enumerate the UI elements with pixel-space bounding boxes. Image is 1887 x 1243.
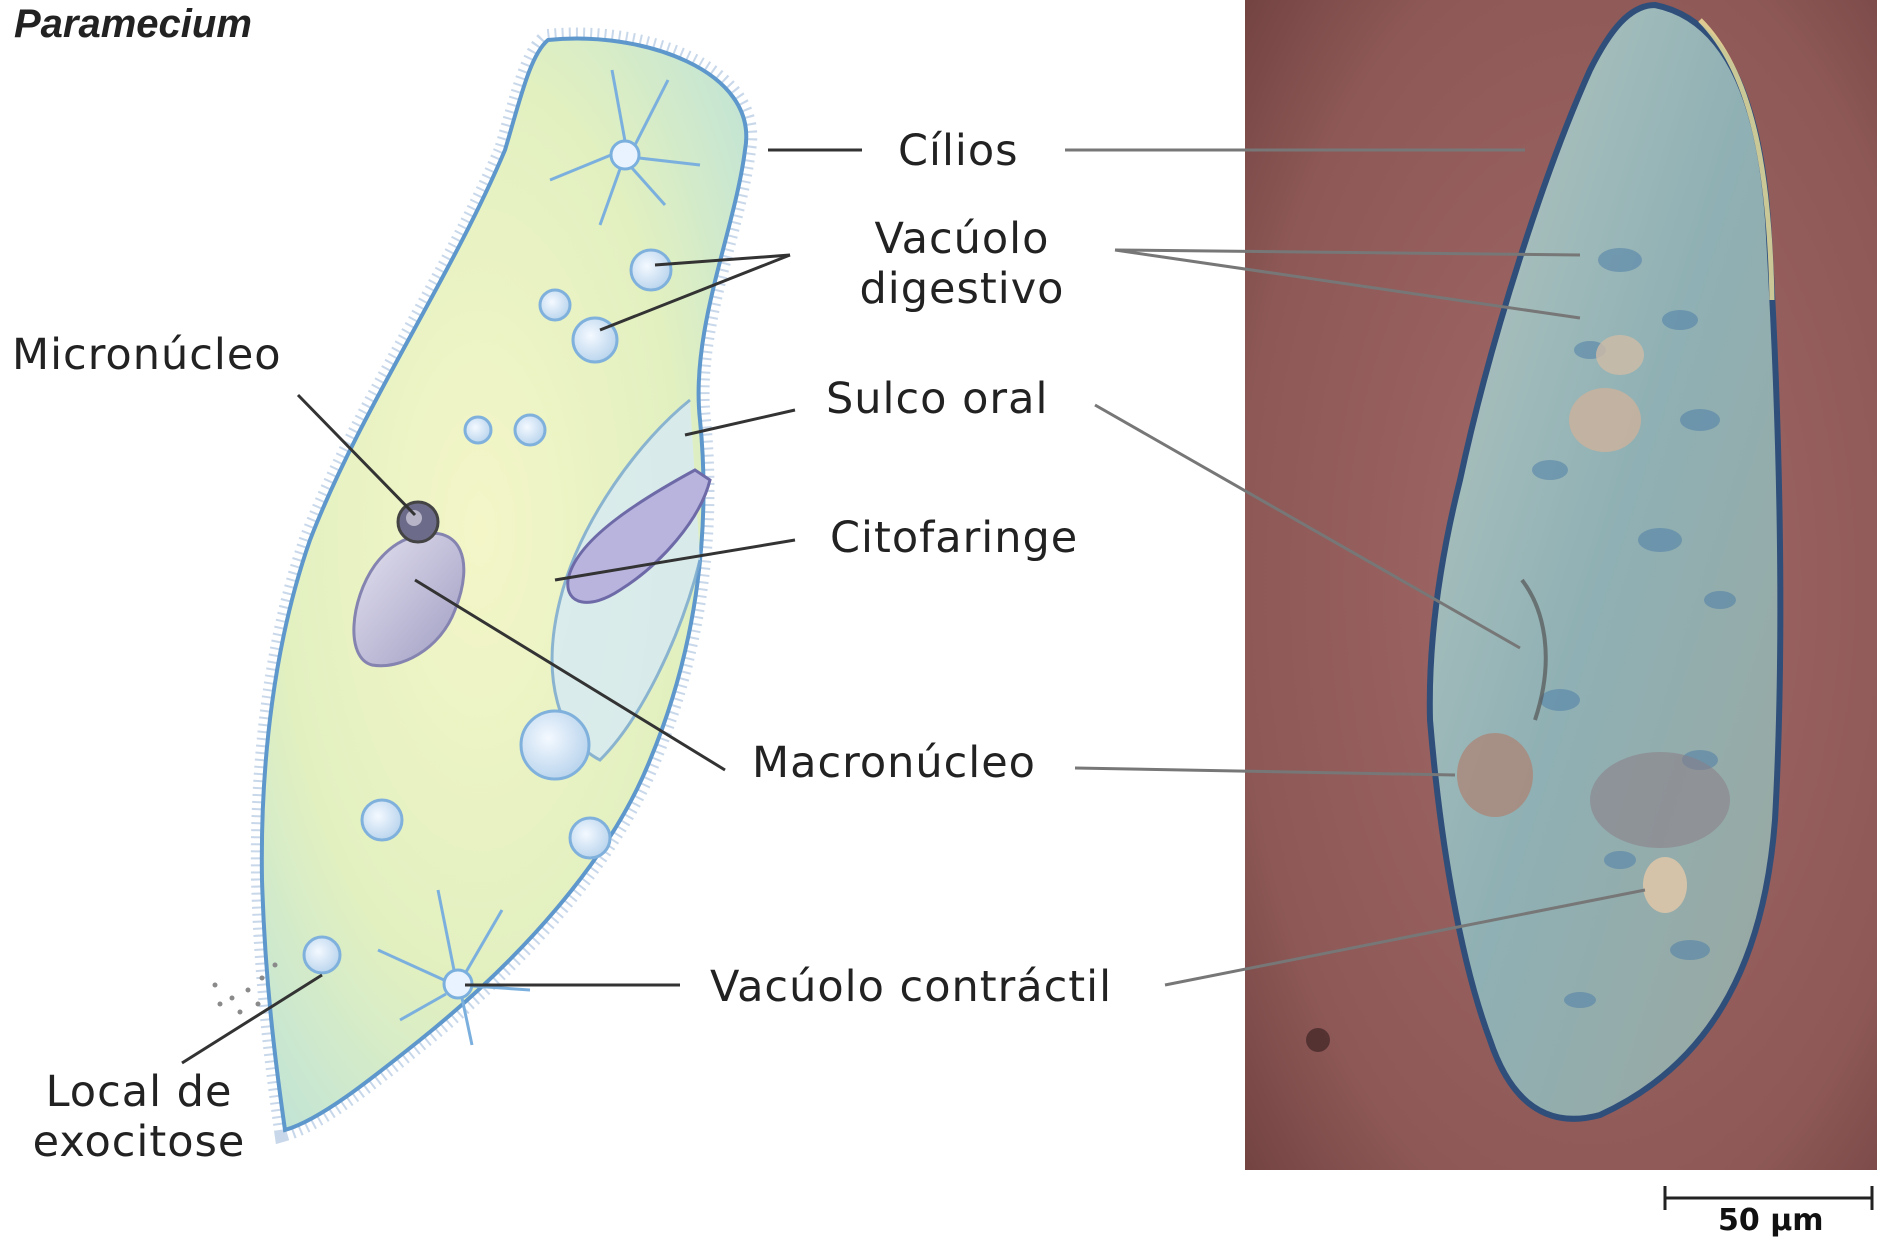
paramecium-drawing bbox=[213, 38, 747, 1130]
label-vacuolo-digestivo-line1: Vacúolo bbox=[852, 214, 1072, 264]
label-local-exocitose-line1: Local de bbox=[14, 1067, 264, 1117]
photo-contractile-vacuole bbox=[1643, 857, 1687, 913]
label-sulco-oral: Sulco oral bbox=[826, 374, 1048, 424]
label-citofaringe: Citofaringe bbox=[830, 513, 1078, 563]
label-local-exocitose: Local de exocitose bbox=[14, 1067, 264, 1167]
label-vacuolo-digestivo: Vacúolo digestivo bbox=[852, 214, 1072, 314]
label-local-exocitose-line2: exocitose bbox=[14, 1117, 264, 1167]
label-vacuolo-contractil: Vacúolo contráctil bbox=[710, 962, 1112, 1012]
photo-macronucleus bbox=[1457, 733, 1533, 817]
label-cilios: Cílios bbox=[898, 126, 1019, 176]
label-macronucleo: Macronúcleo bbox=[752, 738, 1036, 788]
figure-title: Paramecium bbox=[14, 2, 252, 47]
photo-vacuole-a bbox=[1569, 388, 1641, 452]
scale-bar-label: 50 µm bbox=[1718, 1203, 1824, 1238]
paramecium-photo bbox=[1245, 0, 1877, 1170]
label-vacuolo-digestivo-line2: digestivo bbox=[852, 264, 1072, 314]
photo-vacuole-b bbox=[1596, 335, 1644, 375]
label-micronucleo: Micronúcleo bbox=[12, 330, 282, 380]
